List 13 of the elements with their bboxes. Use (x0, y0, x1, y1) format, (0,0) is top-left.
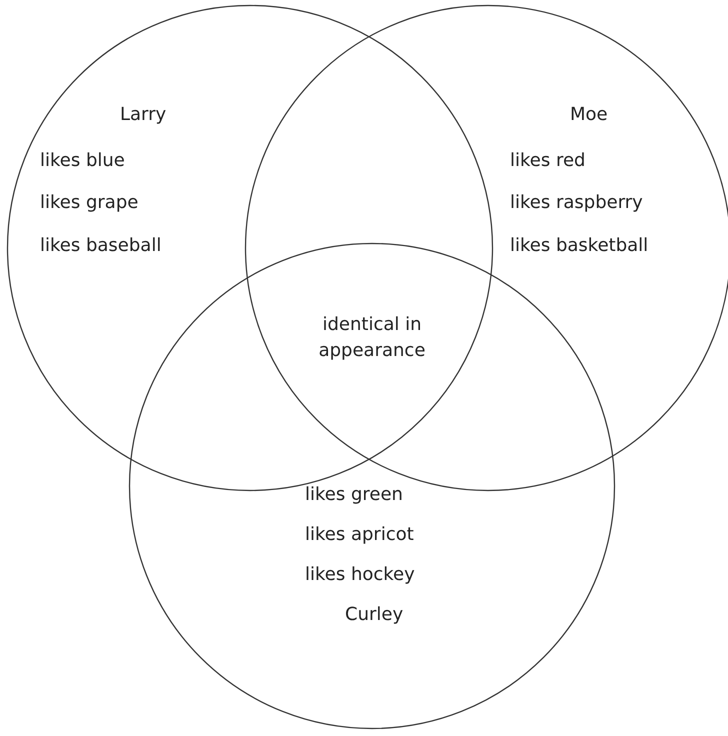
set-item-text: likes raspberry (510, 192, 643, 214)
set-item-text: likes baseball (40, 235, 162, 257)
set-name: Larry (120, 104, 166, 126)
set-item-text: likes grape (40, 192, 138, 214)
set-item-text: likes blue (40, 150, 125, 172)
set-name: Curley (345, 604, 404, 626)
overlap-text: identical in appearance (318, 313, 426, 363)
set-item-text: likes apricot (305, 524, 414, 546)
set-item-text: likes hockey (305, 564, 415, 586)
set-item-text: likes red (510, 150, 586, 172)
set-item-text: likes basketball (510, 235, 648, 257)
set-item-text: likes green (305, 484, 403, 506)
set-name: Moe (570, 104, 608, 126)
